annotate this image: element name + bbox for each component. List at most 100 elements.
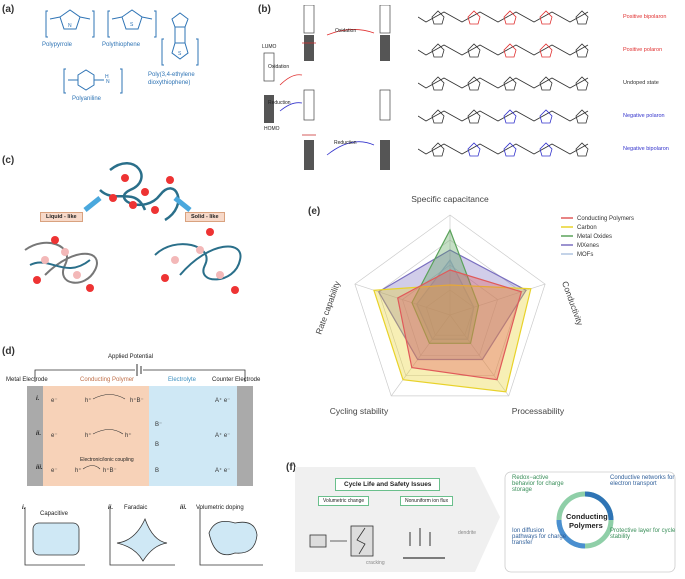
polyaniline-label: Polyaniline [72, 96, 102, 102]
svg-text:A⁺ e⁻: A⁺ e⁻ [215, 432, 230, 439]
applied-potential-label: Applied Potential [108, 354, 154, 360]
svg-text:e⁻: e⁻ [51, 468, 58, 474]
coupling-label: Electronic/ionic coupling [80, 457, 134, 463]
radar-series-conducting-polymers [397, 269, 523, 381]
radar-axis-label-4: Rate capability [314, 279, 343, 336]
row-iii-label: iii. [36, 465, 43, 471]
svg-text:h⁺: h⁺ [85, 397, 92, 404]
feature-conductive: Conductive networks for electron transpo… [610, 475, 675, 487]
cycle-life-title: Cycle Life and Safety Issues [335, 478, 441, 491]
panel-b-oligomers [418, 10, 589, 157]
radar-series-mxenes [377, 249, 527, 361]
svg-text:A⁺ e⁻: A⁺ e⁻ [215, 467, 230, 474]
polypyrrole-label: Polypyrrole [42, 42, 73, 48]
oligomer-chain-4 [418, 142, 589, 157]
state-label-4: Negative bipolaron [623, 146, 669, 152]
panel-d-cv-curves [24, 507, 263, 566]
state-label-3: Negative polaron [623, 113, 665, 119]
radar-series-mofs [416, 258, 475, 340]
oligomer-chain-2 [418, 76, 589, 91]
oxidation-label-top: Oxidation [335, 28, 357, 34]
panel-b-label: (b) [258, 4, 271, 15]
radar-axis-label-0: Specific capacitance [411, 194, 489, 204]
radar-series-metal-oxides [411, 228, 480, 344]
feature-protective: Protective layer for cycle stability [610, 528, 676, 540]
metal-electrode-label: Metal Electrode [6, 377, 48, 383]
center-label-1: Conducting [566, 512, 608, 521]
svg-text:S: S [178, 51, 182, 57]
panel-f-label: (f) [286, 462, 296, 473]
state-label-0: Positive bipolaron [623, 14, 667, 20]
counter-electrode-label: Counter Electrode [212, 377, 261, 383]
svg-text:H: H [105, 74, 109, 80]
oligomer-chain-0 [418, 10, 589, 25]
oxidation-label-left: Oxidation [268, 64, 290, 70]
cv-iii-name: Volumetric doping [196, 505, 244, 511]
svg-text:B: B [155, 442, 159, 448]
polythiophene-label: Polythiophene [102, 42, 141, 48]
radar-chart: Specific capacitanceConductivityProcessa… [314, 194, 634, 416]
radar-spoke-2 [449, 314, 510, 397]
panel-c-illustration [24, 162, 242, 294]
polyaniline-structure [63, 68, 123, 94]
radar-ring-4 [354, 214, 546, 397]
radar-ring-2 [402, 264, 498, 356]
panel-c-label: (c) [2, 155, 15, 166]
conducting-polymer-label: Conducting Polymer [80, 377, 135, 383]
lumo-label: LUMO [262, 44, 277, 50]
svg-text:h⁺B⁻: h⁺B⁻ [103, 467, 117, 474]
svg-text:A⁺ e⁻: A⁺ e⁻ [215, 397, 230, 404]
oligomer-chain-1 [418, 43, 589, 58]
cv-ii-name: Faradaic [124, 505, 148, 511]
svg-text:h⁺: h⁺ [125, 432, 132, 439]
radar-spoke-3 [390, 314, 451, 397]
cv-i-num: i. [22, 505, 26, 511]
dendrite-label: dendrite [458, 530, 477, 536]
panel-f-background [295, 467, 676, 573]
svg-text:h⁺B⁻: h⁺B⁻ [130, 397, 144, 404]
pedot-structure [161, 12, 199, 66]
radar-series-carbon [373, 284, 532, 393]
pedot-label-2: dioxythiophene) [148, 80, 191, 86]
svg-text:S: S [130, 22, 134, 28]
radar-ring-3 [378, 239, 522, 377]
center-label-2: Polymers [569, 521, 603, 530]
feature-ion: Ion diffusion pathways for charge transf… [512, 528, 567, 546]
svg-text:e⁻: e⁻ [51, 398, 58, 404]
electrolyte-label: Electrolyte [168, 377, 197, 383]
cv-i-name: Capacitive [40, 511, 69, 517]
solid-like-tag: Solid - like [185, 212, 225, 222]
reduction-label-bottom: Reduction [334, 140, 357, 146]
reduction-label-left: Reduction [268, 100, 291, 106]
legend-label-4: MOFs [577, 252, 593, 258]
svg-text:e⁻: e⁻ [51, 433, 58, 439]
homo-label: HOMO [264, 126, 280, 132]
svg-text:B: B [155, 468, 159, 474]
svg-text:N: N [106, 79, 110, 85]
radar-axis-label-2: Processability [512, 406, 565, 416]
row-i-label: i. [36, 396, 40, 402]
svg-text:B⁻: B⁻ [155, 422, 162, 428]
liquid-like-tag: Liquid - like [40, 212, 83, 222]
feature-redox: Redox−active behavior for charge storage [512, 475, 564, 493]
cracking-label: cracking [366, 560, 385, 566]
polypyrrole-structure [45, 9, 95, 38]
oligomer-chain-3 [418, 109, 589, 124]
panel-d-label: (d) [2, 346, 15, 357]
legend-label-1: Carbon [577, 225, 597, 231]
svg-text:h⁺: h⁺ [75, 467, 82, 474]
radar-spoke-4 [354, 283, 451, 316]
legend-label-2: Metal Oxides [577, 234, 612, 240]
radar-ring-1 [425, 289, 475, 336]
polythiophene-structure [107, 9, 157, 38]
panel-a-structures: N S S H N [45, 9, 199, 94]
nonuniform-ion-flux-label: Nonuniform ion flux [400, 496, 454, 506]
pedot-label-1: Poly(3,4-ethylene [148, 72, 195, 78]
row-ii-label: ii. [36, 431, 42, 437]
legend-label-3: MXenes [577, 243, 599, 249]
panel-a-label: (a) [2, 4, 15, 15]
state-label-2: Undoped state [623, 80, 659, 86]
state-label-1: Positive polaron [623, 47, 663, 53]
cv-iii-num: iii. [180, 505, 187, 511]
